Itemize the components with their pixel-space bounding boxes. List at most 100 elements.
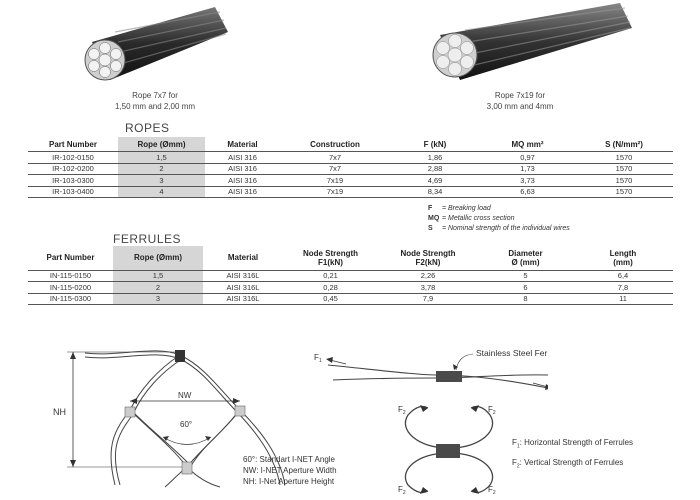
angle-arc	[162, 436, 212, 445]
table-cell: IN-115-0150	[28, 269, 113, 282]
table-row: IR-102-0150 1,5 AISI 316 7x7 1,86 0,97 1…	[28, 151, 673, 163]
rope-7x7-caption-1: Rope 7x7 for	[132, 91, 178, 100]
table-row: IR-103-0400 4 AISI 316 7x19 8,34 6,63 15…	[28, 185, 673, 198]
table-row: IR-103-0300 3 AISI 316 7x19 4,69 3,73 15…	[28, 174, 673, 186]
ferrule-vertical	[436, 444, 460, 458]
table-cell: 3	[113, 292, 203, 305]
table-cell: 1570	[575, 151, 673, 163]
table-cell: 1,73	[480, 162, 575, 175]
table-cell: 1570	[575, 174, 673, 186]
legend-note: F = Breaking load	[428, 205, 491, 212]
table-row: IN-115-0200 2 AISI 316L 0,28 3,78 6 7,8	[28, 281, 673, 293]
table-cell: 2,26	[378, 269, 478, 282]
rope-7x7-caption-2: 1,50 mm and 2,00 mm	[114, 102, 196, 111]
f2-label-bottom-left: F2	[398, 485, 406, 496]
table-cell: IN-115-0200	[28, 281, 113, 293]
rope-7x7-image	[84, 7, 228, 81]
table-row: IN-115-0300 3 AISI 316L 0,45 7,9 8 11	[28, 292, 673, 305]
table-cell: IN-115-0300	[28, 292, 113, 305]
ferrules-col-rope: Rope (Ømm)	[113, 246, 203, 270]
f2-label-top-right: F2	[488, 405, 496, 416]
rope-7x19-caption-2: 3,00 mm and 4mm	[486, 102, 554, 111]
table-cell: AISI 316	[205, 162, 280, 175]
nw-label: NW	[178, 391, 192, 400]
table-cell: 8,34	[390, 185, 480, 198]
ropes-col-part-number: Part Number	[48, 139, 97, 149]
ferrules-section-title: FERRULES	[113, 232, 182, 246]
table-cell: AISI 316L	[203, 281, 283, 293]
table-cell: 7x19	[280, 185, 390, 198]
ropes-col-s: S (N/mm²)	[605, 139, 643, 149]
mesh-legend-item: NW: I-NET Aperture Width	[243, 466, 337, 475]
ferrule-diagram: F1 F1 Stainless Steel Ferrule F2 F2 F2 F…	[314, 348, 548, 496]
ferrule-top	[175, 350, 185, 362]
rope-7x19-caption-1: Rope 7x19 for	[494, 91, 546, 100]
table-cell: 7,8	[573, 281, 673, 293]
table-cell: IR-102-0150	[28, 151, 118, 163]
legend-note: S = Nominal strength of the individual w…	[428, 225, 570, 232]
table-cell: 4,69	[390, 174, 480, 186]
ropes-table: Part Number Rope (Ømm) Material Construc…	[28, 137, 673, 198]
table-cell: 8	[478, 292, 573, 305]
ropes-col-construction: Construction	[310, 139, 360, 149]
table-cell: 7x7	[280, 162, 390, 175]
ferrule-horizontal	[436, 371, 462, 382]
mesh-legend-item: 60°: Standart I-NET Angle	[243, 455, 336, 464]
ferrule-legend-item: F1: Horizontal Strength of Ferrules	[512, 438, 634, 450]
ropes-table-header: Part Number Rope (Ømm) Material Construc…	[28, 137, 673, 152]
table-cell: 0,28	[283, 281, 378, 293]
table-cell: 1,86	[390, 151, 480, 163]
ropes-col-mq: MQ mm²	[511, 139, 544, 149]
ferrules-table: Part Number Rope (Ømm) Material Node Str…	[28, 246, 673, 305]
ferrule-left	[124, 406, 136, 418]
table-cell: AISI 316	[205, 174, 280, 186]
table-cell: 1570	[575, 162, 673, 175]
ropes-col-material: Material	[227, 139, 258, 149]
table-cell: 3,73	[480, 174, 575, 186]
table-cell: 7x19	[280, 174, 390, 186]
table-row: IR-102-0200 2 AISI 316 7x7 2,88 1,73 157…	[28, 162, 673, 175]
table-cell: 6,4	[573, 269, 673, 282]
mesh-legend: 60°: Standart I-NET Angle NW: I-NET Aper…	[243, 454, 337, 487]
table-cell: 6	[478, 281, 573, 293]
table-cell: AISI 316	[205, 151, 280, 163]
ferrules-col-part-number: Part Number	[46, 253, 95, 263]
table-cell: AISI 316	[205, 185, 280, 198]
rope-7x19-image	[432, 3, 632, 80]
f2-label-bottom-right: F2	[488, 485, 496, 496]
ferrule-bottom	[181, 461, 193, 475]
table-cell: IR-102-0200	[28, 162, 118, 175]
table-cell: 2	[118, 162, 205, 175]
table-cell: 1,5	[113, 269, 203, 282]
table-cell: 0,45	[283, 292, 378, 305]
table-cell: 0,97	[480, 151, 575, 163]
table-cell: 3,78	[378, 281, 478, 293]
ferrule-label: Stainless Steel Ferrule	[476, 348, 548, 358]
legend-note: MQ = Metallic cross section	[428, 215, 515, 222]
table-cell: 6,63	[480, 185, 575, 198]
ropes-col-rope: Rope (Ømm)	[118, 137, 205, 152]
ferrule-right	[234, 405, 246, 417]
f2-label-top-left: F2	[398, 405, 406, 416]
mesh-diagram: NH NW 60°	[53, 350, 286, 488]
angle-label: 60°	[180, 420, 192, 429]
table-cell: 2,88	[390, 162, 480, 175]
table-row: IN-115-0150 1,5 AISI 316L 0,21 2,26 5 6,…	[28, 269, 673, 282]
table-cell: 11	[573, 292, 673, 305]
table-cell: 5	[478, 269, 573, 282]
ferrules-col-material: Material	[227, 253, 259, 263]
ropes-section-title: ROPES	[125, 121, 170, 135]
f1-label-left: F1	[314, 353, 322, 364]
table-cell: 7,9	[378, 292, 478, 305]
ferrule-legend: F1: Horizontal Strength of Ferrules F2: …	[512, 435, 633, 474]
table-cell: IR-103-0300	[28, 174, 118, 186]
table-cell: 1,5	[118, 151, 205, 163]
table-cell: 3	[118, 174, 205, 186]
mesh-legend-item: NH: I-Net Aperture Height	[243, 477, 335, 486]
ferrule-legend-item: F2: Vertical Strength of Ferrules	[512, 457, 624, 470]
ferrules-table-header: Part Number Rope (Ømm) Material Node Str…	[28, 246, 673, 270]
table-cell: 0,21	[283, 269, 378, 282]
